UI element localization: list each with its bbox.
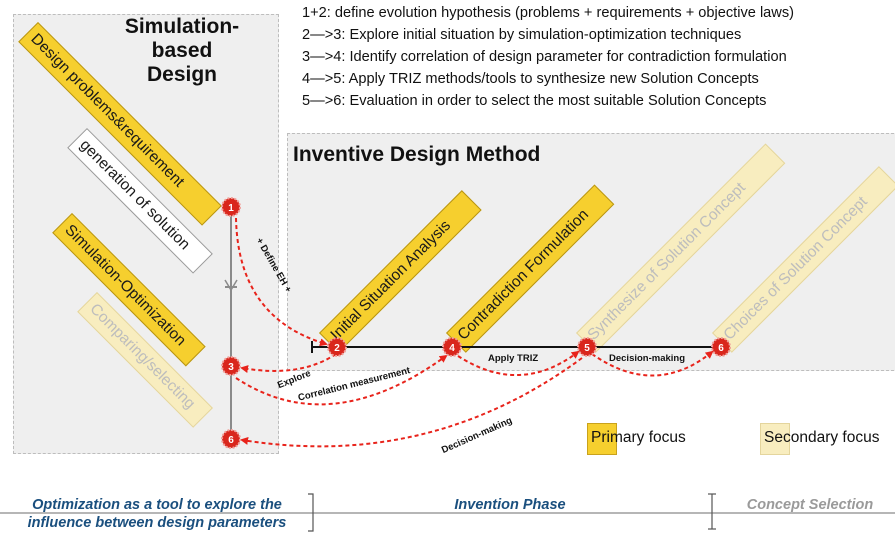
node-5 bbox=[577, 337, 597, 357]
phase-optimization: Optimization as a tool to explore the in… bbox=[10, 496, 304, 532]
hypothesis-line-3: 3—>4: Identify correlation of design par… bbox=[302, 49, 787, 65]
idm-panel-title: Inventive Design Method bbox=[293, 143, 541, 166]
node-2 bbox=[327, 337, 347, 357]
simulation-panel-title: Simulation-based Design bbox=[97, 15, 267, 87]
node-1 bbox=[221, 197, 241, 217]
hypothesis-line-1: 1+2: define evolution hypothesis (proble… bbox=[302, 5, 794, 21]
legend-secondary-swatch bbox=[760, 423, 790, 455]
legend-secondary-prefix: Sec bbox=[764, 429, 791, 446]
legend-primary-prefix: Pri bbox=[591, 429, 610, 446]
node-5-label: 5 bbox=[584, 343, 590, 354]
arrow-2-to-3 bbox=[240, 353, 337, 373]
phase-concept-selection: Concept Selection bbox=[746, 497, 874, 513]
node-6-left-label: 6 bbox=[228, 435, 234, 446]
hypothesis-line-2: 2—>3: Explore initial situation by simul… bbox=[302, 27, 742, 43]
node-4 bbox=[442, 337, 462, 357]
node-1-label: 1 bbox=[228, 203, 234, 214]
phase-timeline bbox=[0, 493, 895, 532]
arrow-5-to-6-left bbox=[240, 357, 583, 448]
node-2-label: 2 bbox=[334, 343, 340, 354]
label-apply-triz: Apply TRIZ bbox=[488, 353, 539, 364]
legend-primary: Primary focus bbox=[587, 423, 686, 455]
node-3-label: 3 bbox=[228, 362, 234, 373]
arrow-4-to-5 bbox=[457, 350, 580, 376]
legend-primary-swatch bbox=[587, 423, 617, 455]
label-decision-making-top: Decision-making bbox=[609, 353, 686, 364]
sim-title-line1: Simulation-based bbox=[124, 15, 240, 62]
phase-invention: Invention Phase bbox=[454, 497, 566, 513]
legend-secondary-rest: ondary focus bbox=[790, 429, 880, 446]
legend-secondary: Secondary focus bbox=[760, 423, 880, 455]
sim-axis-arrow bbox=[224, 279, 238, 292]
hypothesis-line-4: 4—>5: Apply TRIZ methods/tools to synthe… bbox=[302, 71, 759, 87]
node-4-label: 4 bbox=[449, 343, 455, 354]
sim-title-line2: Design bbox=[146, 63, 217, 86]
phase-optimization-line1: Optimization as a tool to explore the bbox=[32, 497, 282, 513]
node-6-right-label: 6 bbox=[718, 343, 724, 354]
arrow-1-to-2 bbox=[235, 217, 328, 347]
legend-primary-rest: mary focus bbox=[609, 429, 686, 446]
node-6-left bbox=[221, 429, 241, 449]
arrow-3-to-4 bbox=[235, 354, 448, 406]
phase-optimization-line2: influence between design parameters bbox=[27, 515, 287, 531]
node-6-right bbox=[711, 337, 731, 357]
node-3 bbox=[221, 356, 241, 376]
arrow-5-to-6 bbox=[591, 350, 714, 377]
hypothesis-line-5: 5—>6: Evaluation in order to select the … bbox=[302, 93, 767, 109]
